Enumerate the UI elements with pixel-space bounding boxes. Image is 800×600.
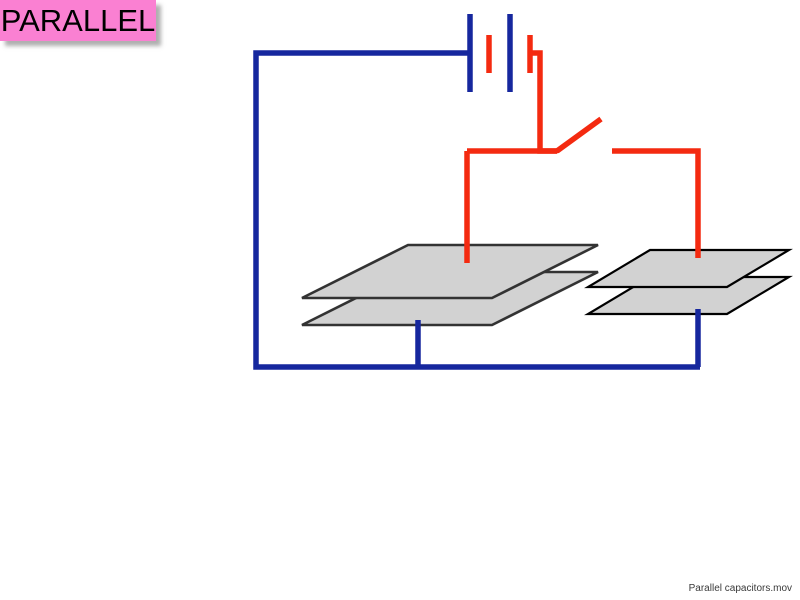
positive-wiring	[464, 50, 701, 263]
battery	[467, 14, 533, 92]
capacitor-right	[584, 248, 793, 316]
positive-bus-wire	[612, 148, 701, 258]
page-title: PARALLEL	[0, 3, 156, 38]
capacitor-right-top-plate	[584, 248, 793, 289]
knife-switch[interactable]	[554, 116, 603, 154]
capacitor-left-top-plate	[301, 243, 599, 300]
caption-filename: Parallel capacitors.mov	[688, 583, 792, 594]
knife-switch-pivot	[554, 148, 560, 154]
negative-wiring	[253, 50, 701, 370]
title-banner: PARALLEL	[0, 0, 156, 41]
negative-bus-wire	[253, 50, 700, 370]
capacitor-left	[301, 243, 599, 327]
knife-switch-blade[interactable]	[555, 116, 603, 154]
positive-battery-wire	[530, 50, 557, 154]
